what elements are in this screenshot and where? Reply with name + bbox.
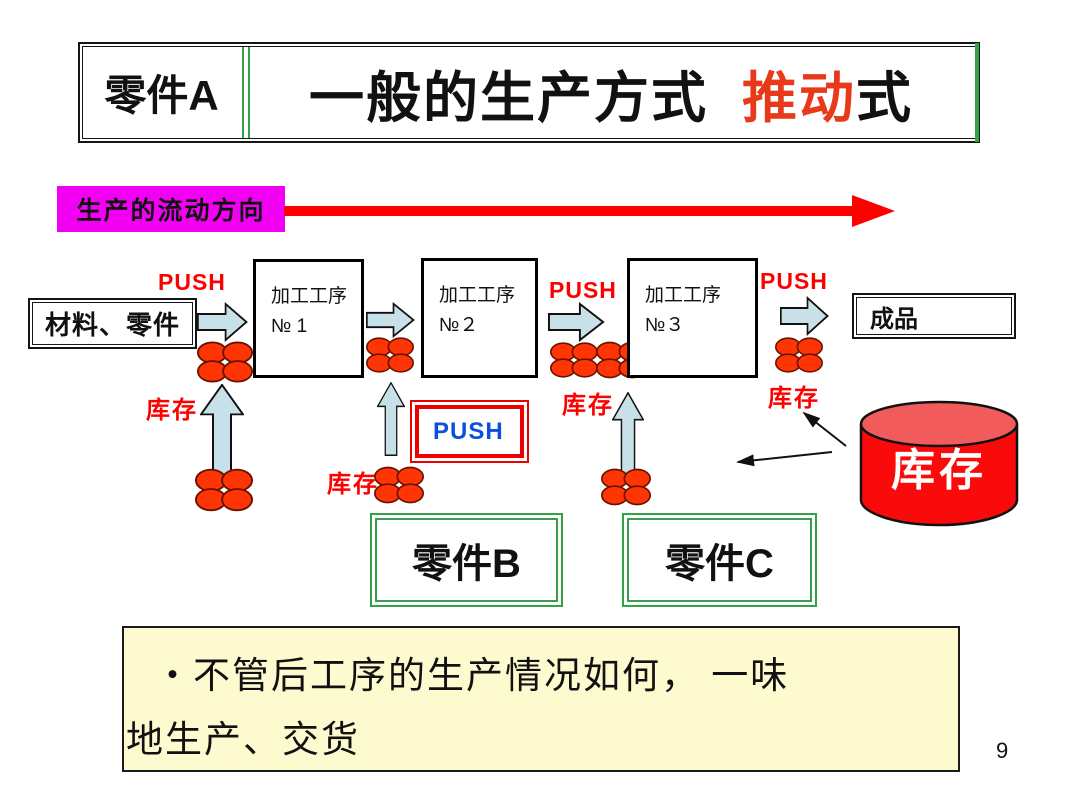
- inventory-stock-icon-b: [366, 334, 414, 376]
- push-arrow-icon-4: [780, 296, 830, 336]
- up-arrow-icon-1: [200, 384, 244, 476]
- inventory-stock-icon-c1: [550, 340, 598, 380]
- up-arrow-icon-3: [612, 392, 644, 476]
- finished-goods-label: 成品: [870, 305, 918, 333]
- materials-label: 材料、零件: [44, 310, 180, 340]
- note-line-1: ・不管后工序的生产情况如何， 一味: [154, 656, 790, 697]
- part-b-box: 零件B: [370, 513, 563, 607]
- process-2-line1: 加工工序: [439, 285, 516, 306]
- push-label-3: PUSH: [760, 268, 828, 294]
- part-c-label: 零件C: [665, 542, 774, 586]
- page-title: 一般的生产方式 推动 式: [254, 44, 968, 141]
- flow-direction-label: 生产的流动方向: [57, 186, 285, 232]
- finished-goods-box: 成品: [852, 293, 1016, 339]
- up-arrow-icon-2: [377, 382, 405, 456]
- push-arrow-icon-1: [197, 302, 249, 342]
- flow-direction-arrow-icon: [284, 195, 895, 227]
- inventory-cylinder-label: 库存: [891, 446, 987, 495]
- note-box: ・不管后工序的生产情况如何， 一味 地生产、交货: [122, 626, 960, 772]
- inventory-stock-icon-a: [197, 340, 253, 384]
- inventory-label-4: 库存: [768, 385, 820, 412]
- process-3-line1: 加工工序: [645, 285, 722, 306]
- push-arrow-icon-3: [548, 302, 606, 342]
- part-c-box: 零件C: [622, 513, 817, 607]
- inventory-label-1: 库存: [146, 397, 198, 424]
- inventory-stock-icon-d: [775, 335, 823, 375]
- process-2-line2: №２: [439, 315, 479, 337]
- process-box-3: 加工工序 №３: [627, 258, 758, 378]
- title-part-label: 零件A: [104, 72, 219, 119]
- push-arrow-icon-2: [366, 302, 416, 338]
- pointer-arrow-icon-1: [802, 411, 847, 447]
- title-bar: 零件A 一般的生产方式 推动 式: [78, 42, 980, 143]
- title-suffix-text: 式: [856, 66, 914, 129]
- inventory-stock-icon-e: [195, 468, 253, 512]
- push-label-2: PUSH: [549, 277, 617, 303]
- process-box-1: 加工工序 № 1: [253, 259, 364, 378]
- title-highlight-text: 推动: [741, 66, 856, 129]
- title-green-edge: [975, 43, 979, 142]
- inventory-stock-icon-g: [601, 466, 651, 508]
- inventory-stock-icon-f: [374, 462, 424, 508]
- push-label-1: PUSH: [158, 269, 226, 295]
- process-1-line2: № 1: [271, 316, 308, 338]
- push-callout-box: PUSH: [410, 400, 529, 463]
- inventory-label-2: 库存: [327, 471, 379, 498]
- title-part-cell: 零件A: [84, 48, 239, 137]
- pointer-arrow-icon-2: [736, 451, 833, 467]
- part-b-label: 零件B: [412, 542, 521, 586]
- process-box-2: 加工工序 №２: [421, 258, 538, 378]
- page-number: 9: [996, 738, 1009, 763]
- inventory-label-3: 库存: [562, 392, 614, 419]
- process-3-line2: №３: [645, 315, 685, 337]
- title-divider: [242, 47, 250, 138]
- materials-box: 材料、零件: [28, 298, 197, 349]
- push-callout-label: PUSH: [415, 405, 524, 458]
- inventory-cylinder-icon: [859, 400, 1019, 527]
- process-1-line1: 加工工序: [271, 286, 348, 307]
- note-line-2: 地生产、交货: [126, 720, 360, 761]
- title-main-text: 一般的生产方式: [308, 66, 708, 129]
